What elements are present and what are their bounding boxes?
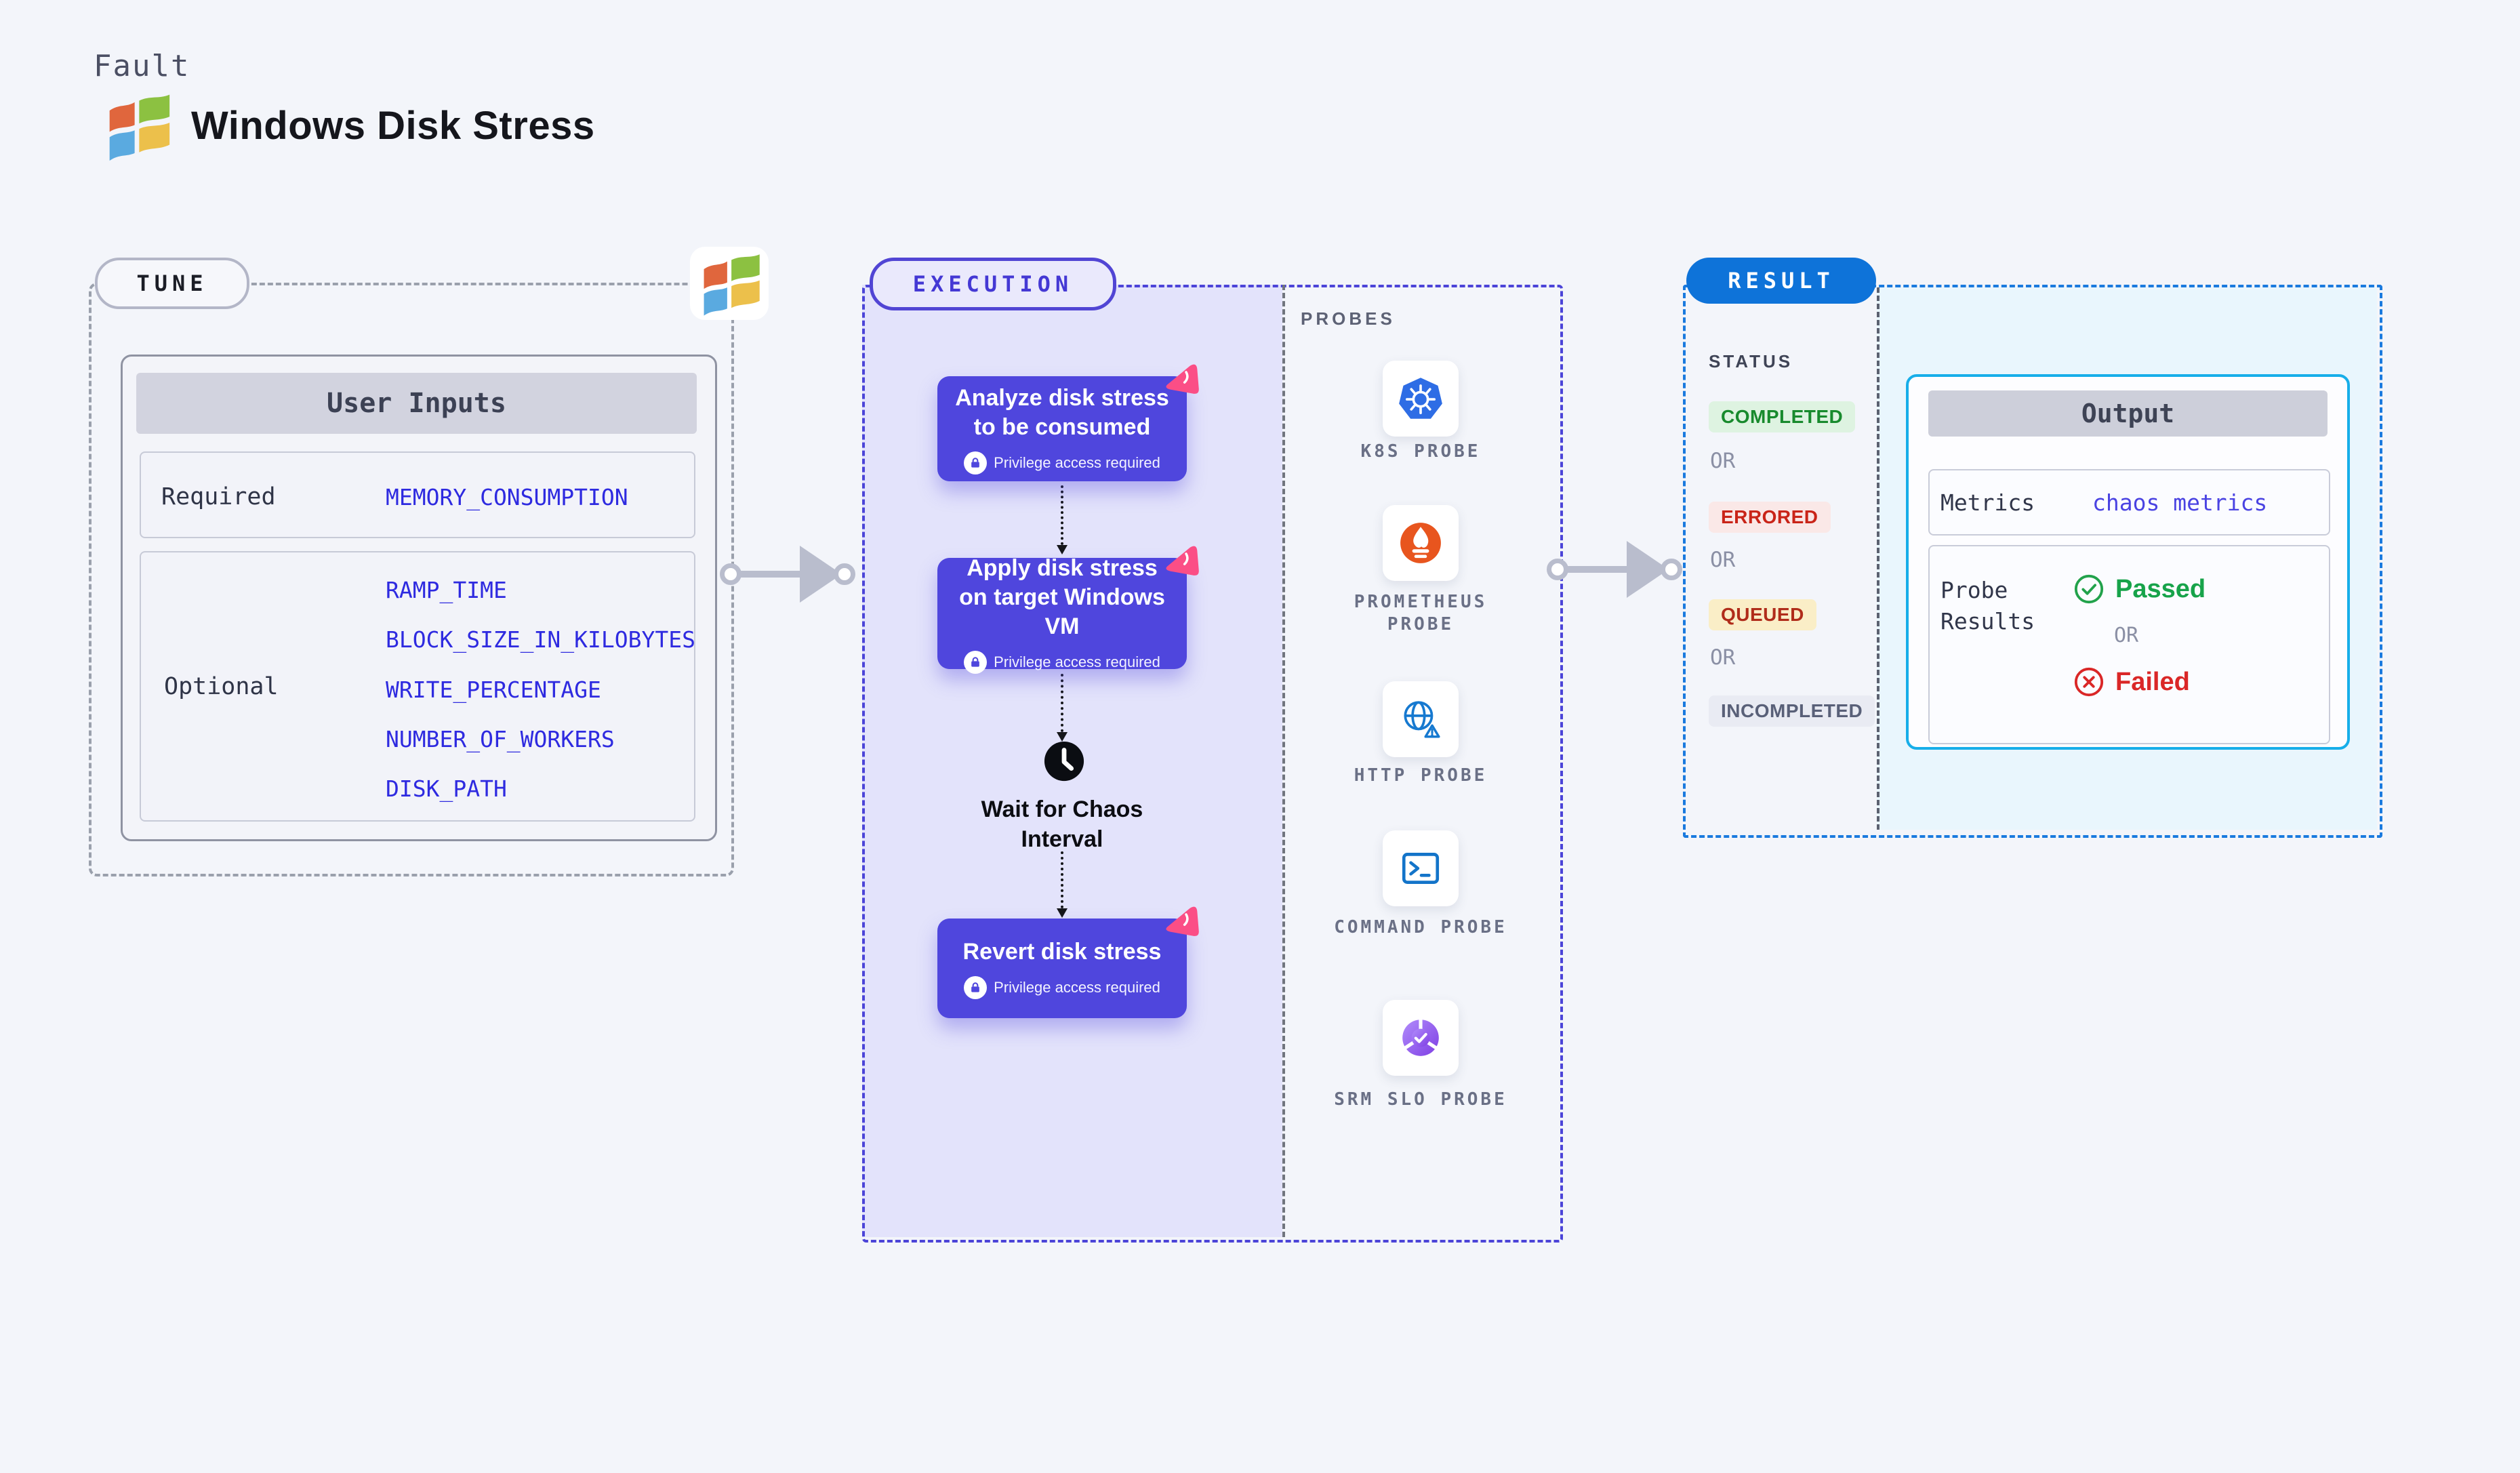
- tune-pill: TUNE: [95, 258, 249, 309]
- step-analyze-disk-stress: Analyze disk stress to be consumed Privi…: [937, 364, 1199, 481]
- user-input-item: RAMP_TIME: [386, 577, 507, 603]
- command-probe-icon: [1402, 853, 1440, 884]
- output-card: Output Metrics chaos metrics Probe Resul…: [1906, 374, 2350, 750]
- optional-label: Optional: [164, 673, 279, 700]
- user-inputs-header: User Inputs: [136, 373, 697, 434]
- lock-icon: [964, 451, 988, 475]
- failed-label: Failed: [2115, 667, 2190, 696]
- chaos-step-icon: [1166, 364, 1199, 394]
- status-badge-incompleted: INCOMPLETED: [1709, 695, 1875, 727]
- user-input-item: BLOCK_SIZE_IN_KILOBYTES: [386, 626, 695, 653]
- user-input-item: MEMORY_CONSUMPTION: [386, 484, 628, 510]
- clock-icon: [1044, 741, 1084, 782]
- privilege-text: Privilege access required: [994, 653, 1160, 670]
- probe-tile: [1383, 505, 1459, 581]
- optional-row: Optional RAMP_TIME BLOCK_SIZE_IN_KILOBYT…: [140, 551, 695, 822]
- step-flow-arrow: [1057, 674, 1068, 742]
- metrics-row: Metrics chaos metrics: [1928, 469, 2330, 536]
- probe-tile: [1383, 681, 1459, 757]
- status-badge-errored: ERRORED: [1709, 502, 1831, 533]
- required-row: Required MEMORY_CONSUMPTION: [140, 451, 695, 538]
- failed-result: Failed: [2073, 666, 2304, 698]
- metrics-label: Metrics: [1940, 489, 2035, 516]
- step-flow-arrow: [1057, 851, 1068, 918]
- lock-icon: [964, 650, 988, 674]
- status-badge-completed: COMPLETED: [1709, 401, 1856, 432]
- windows-logo-icon: [109, 94, 170, 161]
- step-title: Analyze disk stress to be consumed: [955, 384, 1169, 440]
- chaos-step-icon: [1166, 906, 1199, 936]
- status-badge-queued: QUEUED: [1709, 599, 1816, 630]
- probe-tile: [1383, 830, 1459, 906]
- result-pill: RESULT: [1686, 258, 1876, 304]
- page-title: Windows Disk Stress: [191, 104, 595, 148]
- step-apply-disk-stress: Apply disk stress on target Windows VM P…: [937, 546, 1199, 674]
- privilege-badge: Privilege access required: [964, 451, 1160, 475]
- k8s-probe-icon: [1399, 378, 1442, 419]
- step-flow-arrow: [1057, 485, 1068, 554]
- passed-result: Passed: [2073, 573, 2304, 605]
- privilege-text: Privilege access required: [994, 453, 1160, 471]
- required-label: Required: [161, 483, 276, 510]
- probe-results-label: Probe Results: [1940, 577, 2035, 634]
- probe-label: K8S PROBE: [1360, 441, 1481, 462]
- privilege-badge: Privilege access required: [964, 650, 1160, 674]
- execution-pill: EXECUTION: [870, 258, 1116, 310]
- probes-divider: [1282, 285, 1285, 1237]
- execution-to-result-arrow: [1547, 539, 1682, 600]
- user-input-item: WRITE_PERCENTAGE: [386, 676, 601, 703]
- wait-for-chaos-label: Wait for Chaos Interval: [981, 796, 1143, 852]
- metrics-value: chaos metrics: [2092, 489, 2268, 516]
- user-input-item: NUMBER_OF_WORKERS: [386, 725, 615, 752]
- lock-icon: [964, 976, 988, 999]
- execution-section: [862, 285, 1563, 1243]
- windows-logo-icon: [690, 247, 769, 320]
- privilege-badge: Privilege access required: [964, 976, 1160, 999]
- privilege-text: Privilege access required: [994, 979, 1160, 996]
- probe-label: COMMAND PROBE: [1334, 917, 1507, 937]
- result-section: [1683, 285, 2382, 838]
- passed-check-icon: [2074, 574, 2104, 604]
- or-label: OR: [1710, 449, 1736, 473]
- chaos-step-icon: [1166, 546, 1199, 576]
- tune-to-execution-arrow: [720, 544, 855, 605]
- probe-label: HTTP PROBE: [1354, 765, 1488, 786]
- step-title: Revert disk stress: [962, 939, 1162, 965]
- probes-label: PROBES: [1301, 308, 1396, 329]
- srm-slo-probe-icon: [1402, 1019, 1439, 1056]
- probe-label: PROMETHEUS PROBE: [1354, 592, 1488, 634]
- or-label: OR: [1710, 548, 1736, 572]
- user-input-item: DISK_PATH: [386, 775, 507, 802]
- prometheus-probe-icon: [1400, 523, 1441, 563]
- failed-x-icon: [2074, 667, 2104, 697]
- probe-results-row: Probe Results Passed OR Failed: [1928, 545, 2330, 744]
- probe-label: SRM SLO PROBE: [1334, 1089, 1507, 1110]
- step-revert-disk-stress: Revert disk stress Privilege access requ…: [937, 906, 1199, 1018]
- step-title: Apply disk stress on target Windows VM: [959, 554, 1165, 639]
- user-inputs-card: User Inputs Required MEMORY_CONSUMPTION …: [121, 355, 717, 841]
- output-header: Output: [1928, 390, 2328, 437]
- or-label: OR: [2114, 624, 2139, 647]
- probe-tile: [1383, 1000, 1459, 1076]
- or-label: OR: [1710, 645, 1736, 670]
- probe-tile: [1383, 361, 1459, 437]
- http-probe-icon: [1404, 701, 1440, 738]
- passed-label: Passed: [2115, 574, 2206, 603]
- fault-eyebrow: Fault: [94, 49, 190, 83]
- status-label: STATUS: [1709, 351, 1793, 371]
